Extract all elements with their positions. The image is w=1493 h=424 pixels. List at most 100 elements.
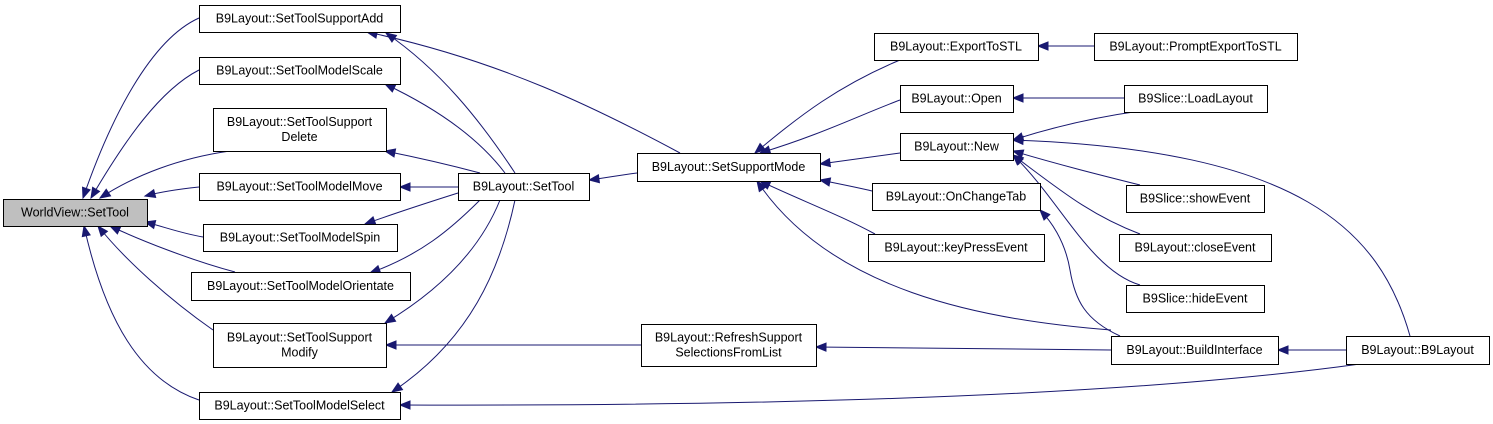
node-box bbox=[458, 173, 590, 201]
edge-line bbox=[1012, 150, 1141, 186]
edge-line bbox=[819, 152, 901, 165]
node-box bbox=[1346, 336, 1490, 365]
node-box bbox=[1126, 185, 1265, 213]
node-exporttostl[interactable]: B9Layout::ExportToSTL bbox=[874, 33, 1039, 61]
node-label: B9Layout::SetSupportMode bbox=[652, 160, 806, 174]
node-st-modelselect[interactable]: B9Layout::SetToolModelSelect bbox=[199, 392, 401, 420]
edge-buildinterface-to-setsupportmode bbox=[756, 179, 1112, 331]
nodes-layer: WorldView::SetToolB9Layout::SetToolSuppo… bbox=[3, 5, 1490, 420]
edge-line bbox=[1012, 110, 1141, 141]
edge-showevent-to-new bbox=[1011, 149, 1141, 186]
node-box bbox=[874, 33, 1039, 61]
edge-line bbox=[90, 69, 200, 199]
edge-arrowhead bbox=[1276, 345, 1289, 355]
edge-settool-to-st_supportdelete bbox=[383, 148, 481, 174]
node-worldview-settool[interactable]: WorldView::SetTool bbox=[3, 199, 148, 227]
node-label: B9Slice::LoadLayout bbox=[1138, 92, 1253, 106]
node-open[interactable]: B9Layout::Open bbox=[900, 85, 1014, 113]
node-label: B9Layout::SetToolSupport bbox=[227, 115, 373, 129]
node-promptexport[interactable]: B9Layout::PromptExportToSTL bbox=[1094, 33, 1298, 61]
edge-arrowhead bbox=[383, 83, 397, 93]
node-onchangetab[interactable]: B9Layout::OnChangeTab bbox=[872, 183, 1041, 211]
edge-line bbox=[391, 199, 516, 393]
node-label: B9Layout::SetToolSupport bbox=[227, 331, 373, 345]
edge-line bbox=[759, 180, 876, 235]
node-st-modelscale[interactable]: B9Layout::SetToolModelScale bbox=[199, 57, 401, 85]
edge-buildinterface-to-onchangetab bbox=[1039, 209, 1121, 337]
edge-arrowhead bbox=[384, 340, 397, 350]
edge-arrowhead bbox=[383, 148, 397, 158]
edge-arrowhead bbox=[398, 182, 411, 192]
edge-exporttostl-to-setsupportmode bbox=[753, 59, 901, 154]
node-st-modelspin[interactable]: B9Layout::SetToolModelSpin bbox=[203, 224, 398, 252]
node-label: B9Slice::showEvent bbox=[1140, 192, 1251, 206]
node-refreshsupport[interactable]: B9Layout::RefreshSupportSelectionsFromLi… bbox=[641, 324, 817, 367]
node-closeevent[interactable]: B9Layout::closeEvent bbox=[1119, 234, 1272, 262]
node-label: B9Layout::SetToolModelOrientate bbox=[207, 279, 394, 293]
node-box bbox=[637, 153, 821, 182]
node-box bbox=[191, 272, 411, 301]
edge-setsupportmode-to-settool bbox=[587, 172, 638, 184]
edge-arrowhead bbox=[81, 224, 91, 238]
edge-line bbox=[366, 31, 681, 154]
edge-line bbox=[83, 225, 200, 401]
edge-line bbox=[384, 150, 481, 174]
edge-st_modelscale-to-worldview_settool bbox=[90, 69, 200, 200]
edge-line bbox=[384, 199, 501, 324]
node-showevent[interactable]: B9Slice::showEvent bbox=[1126, 185, 1265, 213]
edge-line bbox=[385, 32, 516, 174]
edge-st_supportadd-to-worldview_settool bbox=[81, 17, 200, 200]
edge-st_supportmodify-to-worldview_settool bbox=[97, 224, 214, 331]
node-st-modelmove[interactable]: B9Layout::SetToolModelMove bbox=[199, 173, 401, 201]
edge-arrowhead bbox=[390, 382, 404, 393]
edge-arrowhead bbox=[818, 157, 832, 168]
edge-arrowhead bbox=[818, 177, 832, 187]
edge-loadlayout-to-open bbox=[1011, 93, 1124, 103]
edge-arrowhead bbox=[108, 225, 122, 235]
edge-settool-to-st_modelmove bbox=[398, 182, 459, 192]
edge-hideevent-to-new bbox=[1012, 154, 1141, 286]
node-st-supportadd[interactable]: B9Layout::SetToolSupportAdd bbox=[199, 5, 401, 33]
edge-arrowhead bbox=[1039, 209, 1051, 221]
edge-arrowhead bbox=[756, 179, 767, 193]
edge-arrowhead bbox=[814, 342, 827, 352]
edge-line bbox=[754, 59, 901, 154]
node-box bbox=[900, 133, 1014, 161]
node-loadlayout[interactable]: B9Slice::LoadLayout bbox=[1124, 85, 1268, 113]
node-buildinterface[interactable]: B9Layout::BuildInterface bbox=[1111, 336, 1279, 365]
edge-setsupportmode-to-st_supportadd bbox=[365, 29, 681, 154]
node-b9layout[interactable]: B9Layout::B9Layout bbox=[1346, 336, 1490, 365]
edge-line bbox=[82, 17, 200, 199]
edge-settool-to-st_modelselect bbox=[390, 199, 516, 393]
node-label: B9Layout::OnChangeTab bbox=[886, 190, 1026, 204]
node-box bbox=[872, 183, 1041, 211]
edge-arrowhead bbox=[398, 400, 411, 410]
node-new[interactable]: B9Layout::New bbox=[900, 133, 1014, 161]
node-hideevent[interactable]: B9Slice::hideEvent bbox=[1126, 285, 1265, 313]
edge-arrowhead bbox=[1011, 93, 1024, 103]
edge-arrowhead bbox=[90, 186, 101, 200]
edge-line bbox=[109, 225, 236, 273]
node-st-modelorientate[interactable]: B9Layout::SetToolModelOrientate bbox=[191, 272, 411, 301]
node-label: B9Layout::SetToolModelMove bbox=[216, 180, 382, 194]
edge-new-to-setsupportmode bbox=[818, 152, 901, 168]
node-box bbox=[641, 324, 817, 367]
edge-arrowhead bbox=[1011, 135, 1024, 146]
edge-arrowhead bbox=[97, 224, 109, 238]
node-box bbox=[199, 173, 401, 201]
node-label: Delete bbox=[281, 130, 317, 144]
node-keypressevent[interactable]: B9Layout::keyPressEvent bbox=[868, 234, 1045, 262]
edge-line bbox=[1012, 154, 1141, 235]
edge-b9layout-to-st_modelselect bbox=[398, 363, 1361, 410]
node-setsupportmode[interactable]: B9Layout::SetSupportMode bbox=[637, 153, 821, 182]
edge-loadlayout-to-new bbox=[1011, 110, 1141, 142]
edge-line bbox=[756, 180, 1112, 331]
node-box bbox=[868, 234, 1045, 262]
node-label: B9Layout::SetToolSupportAdd bbox=[216, 12, 384, 26]
node-label: WorldView::SetTool bbox=[21, 206, 129, 220]
node-box bbox=[1111, 336, 1279, 365]
edge-line bbox=[759, 99, 901, 154]
node-settool[interactable]: B9Layout::SetTool bbox=[458, 173, 590, 201]
